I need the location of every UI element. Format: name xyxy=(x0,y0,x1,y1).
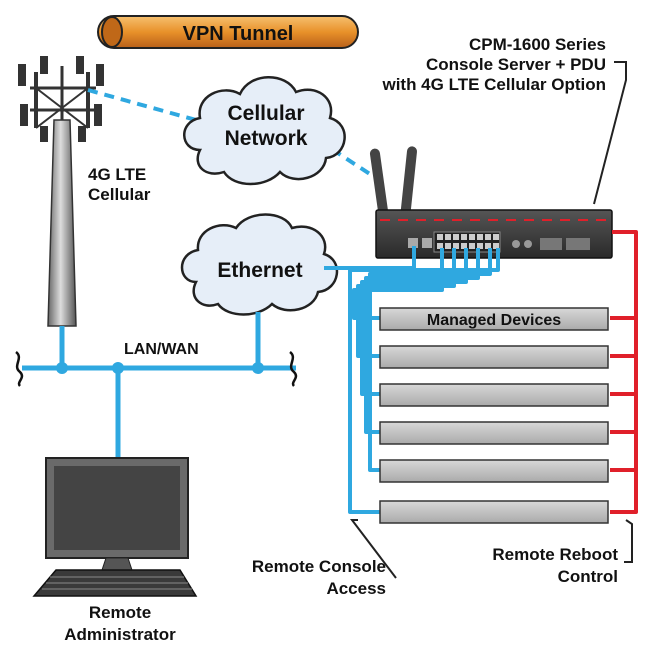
vpn-tunnel-banner: VPN Tunnel xyxy=(97,15,359,49)
console-access-label-line2: Access xyxy=(326,579,386,598)
tower-label-line2: Cellular xyxy=(88,185,151,204)
console-cables xyxy=(348,248,500,514)
reboot-label-line2: Control xyxy=(558,567,618,586)
lan-wan-bus xyxy=(15,312,298,458)
console-access-label-line1: Remote Console xyxy=(252,557,386,576)
managed-device-unit xyxy=(379,383,609,407)
reboot-label-line1: Remote Reboot xyxy=(492,545,618,564)
managed-device-unit xyxy=(379,459,609,483)
device-leader-line xyxy=(593,61,627,205)
wireless-link-tower xyxy=(87,88,197,122)
keyboard-icon xyxy=(32,569,198,597)
admin-label-line2: Administrator xyxy=(64,625,176,644)
managed-devices-label: Managed Devices xyxy=(427,312,561,329)
admin-label-line1: Remote xyxy=(89,603,151,622)
managed-device-unit xyxy=(379,345,609,369)
computer-monitor-icon xyxy=(45,457,189,576)
device-title-line1: CPM-1600 Series xyxy=(469,35,606,54)
cpm-device xyxy=(369,146,613,259)
managed-device-unit xyxy=(379,307,609,331)
managed-devices-rack xyxy=(379,307,609,524)
ethernet-cloud-icon xyxy=(180,213,339,316)
device-title-line2: Console Server + PDU xyxy=(426,55,606,74)
vpn-tunnel-label: VPN Tunnel xyxy=(183,23,294,45)
lan-wan-label: LAN/WAN xyxy=(124,341,199,358)
power-cables xyxy=(610,230,638,514)
managed-device-unit xyxy=(379,500,609,524)
device-title-line3: with 4G LTE Cellular Option xyxy=(381,75,606,94)
cell-tower-icon xyxy=(18,56,104,327)
reboot-leader xyxy=(624,519,633,563)
wireless-link-device xyxy=(316,138,384,184)
managed-device-unit xyxy=(379,421,609,445)
cellular-cloud-label-line1: Cellular xyxy=(227,102,304,125)
tower-label-line1: 4G LTE xyxy=(88,165,146,184)
cellular-cloud-label-line2: Network xyxy=(225,127,308,150)
antenna-right-icon xyxy=(400,146,418,219)
console-access-leader xyxy=(349,519,397,579)
cellular-cloud-icon xyxy=(183,76,346,186)
antenna-left-icon xyxy=(369,148,389,219)
ethernet-cloud-label: Ethernet xyxy=(217,259,302,282)
